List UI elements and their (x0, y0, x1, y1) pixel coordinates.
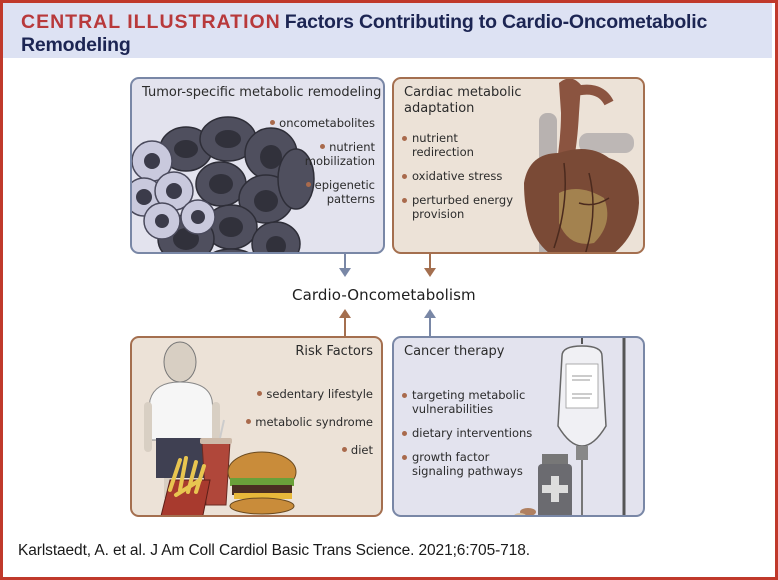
arrowhead-icon (339, 268, 351, 277)
bullet-dot-icon (402, 393, 407, 398)
bullet-item: sedentary lifestyle (233, 387, 373, 401)
bullet-item: oncometabolites (255, 116, 375, 130)
bullet-dot-icon (402, 455, 407, 460)
arrow-tumor-down (339, 254, 351, 277)
bullet-dot-icon (402, 431, 407, 436)
arrow-cardiac-down (424, 254, 436, 277)
bullet-dot-icon (257, 391, 263, 396)
person-fast-food-icon (144, 341, 297, 515)
tumor-panel-title: Tumor-specific metabolic remodeling (142, 85, 382, 100)
iv-bag-pill-bottle-icon (514, 338, 626, 515)
title-line-2: Remodeling (21, 34, 131, 56)
bullet-dot-icon (402, 174, 407, 179)
central-illustration-tag: CENTRAL ILLUSTRATION (21, 11, 281, 33)
center-label: Cardio-Oncometabolism (292, 286, 476, 304)
bullet-dot-icon (402, 136, 407, 141)
bullet-item: diet (233, 443, 373, 457)
arrow-therapy-up (424, 309, 436, 336)
bullet-dot-icon (305, 182, 311, 187)
therapy-panel-title: Cancer therapy (404, 344, 505, 359)
bullet-dot-icon (270, 120, 276, 125)
arrow-risk-up (339, 309, 351, 336)
bullet-dot-icon (320, 144, 326, 149)
arrowhead-icon (339, 309, 351, 318)
bullet-item: oxidative stress (402, 169, 542, 183)
tumor-cells-icon (132, 116, 315, 252)
arrowhead-icon (424, 268, 436, 277)
risk-panel-title: Risk Factors (295, 344, 373, 359)
citation-footer: Karlstaedt, A. et al. J Am Coll Cardiol … (18, 542, 530, 559)
bullet-dot-icon (341, 447, 347, 452)
heart-icon (524, 79, 639, 252)
panel-tumor-remodeling: Tumor-specific metabolic remodeling onco… (130, 77, 385, 254)
bullet-item: metabolic syndrome (233, 415, 373, 429)
bullet-dot-icon (402, 198, 407, 203)
title-line-1: Factors Contributing to Cardio-Oncometab… (284, 11, 708, 33)
panel-risk-factors: Risk Factors sedentary lifestyle metabol… (130, 336, 383, 517)
bullet-item: dietary interventions (402, 426, 552, 440)
risk-bullets: sedentary lifestyle metabolic syndrome d… (233, 387, 373, 467)
arrowhead-icon (424, 309, 436, 318)
bullet-dot-icon (246, 419, 252, 424)
